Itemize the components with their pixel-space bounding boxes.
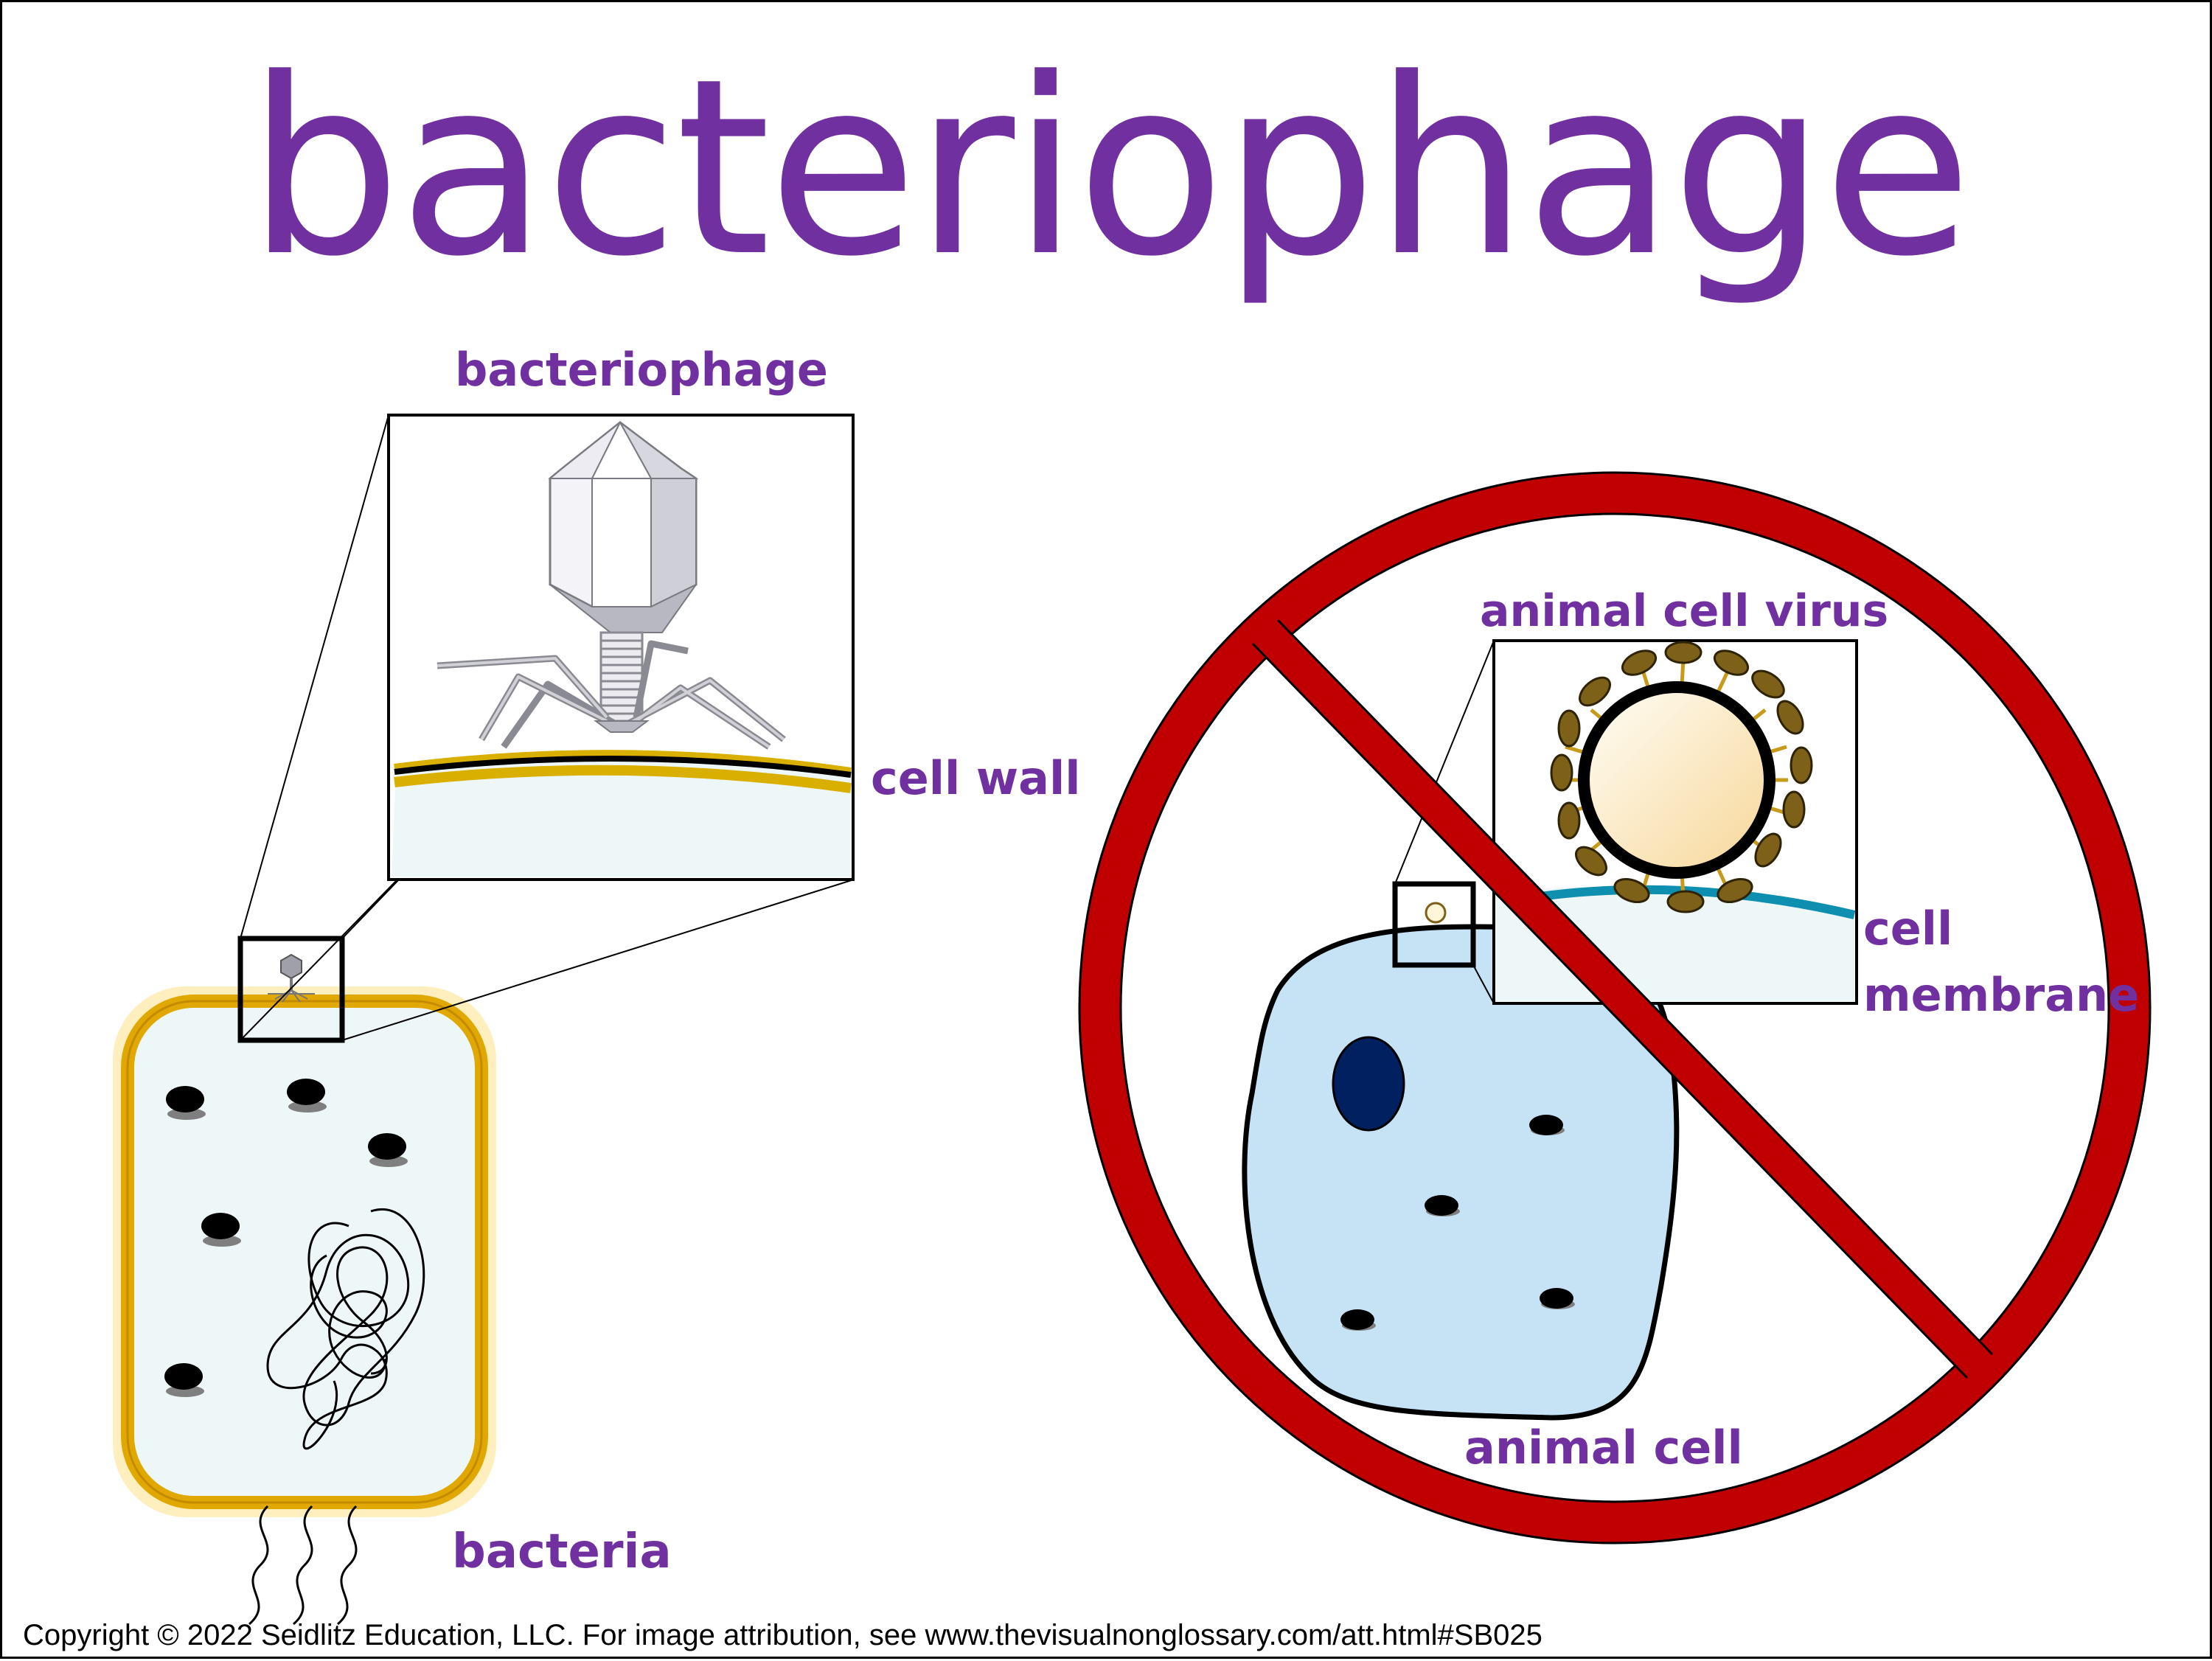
zoom-lines-animal bbox=[1394, 640, 1495, 1004]
bacteria-label: bacteria bbox=[452, 1525, 672, 1579]
animal-cell-virus-detail bbox=[1550, 641, 1813, 913]
bacteria-ribosomes bbox=[164, 1079, 408, 1397]
cell-membrane-label-line2: membrane bbox=[1863, 968, 2140, 1022]
animal-cell-virus-label: animal cell virus bbox=[1480, 585, 1889, 637]
cell-wall-label: cell wall bbox=[871, 751, 1081, 805]
prohibition-ring bbox=[1079, 473, 2150, 1543]
bacteria-zoom-box bbox=[237, 936, 345, 1043]
cell-membrane-label-line1: cell bbox=[1863, 902, 1953, 955]
prohibition-slash bbox=[1251, 619, 1994, 1379]
bacteriophage-label: bacteriophage bbox=[455, 343, 828, 397]
bacteria-cell bbox=[113, 986, 496, 1517]
nucleus bbox=[1332, 1036, 1405, 1132]
bacteria-dna bbox=[266, 1208, 425, 1450]
bacteria-flagella bbox=[248, 1505, 358, 1626]
copyright-notice: Copyright © 2022 Seidlitz Education, LLC… bbox=[23, 1619, 1543, 1651]
animal-cell-ribosomes bbox=[1340, 1115, 1575, 1331]
page-title: bacteriophage bbox=[246, 27, 1972, 310]
animal-cell-label: animal cell bbox=[1464, 1421, 1743, 1474]
virus-small bbox=[1425, 902, 1447, 924]
animal-zoom-box bbox=[1392, 881, 1476, 968]
zoom-lines-bacteria bbox=[240, 414, 855, 1041]
bacteriophage-detail bbox=[437, 420, 786, 750]
